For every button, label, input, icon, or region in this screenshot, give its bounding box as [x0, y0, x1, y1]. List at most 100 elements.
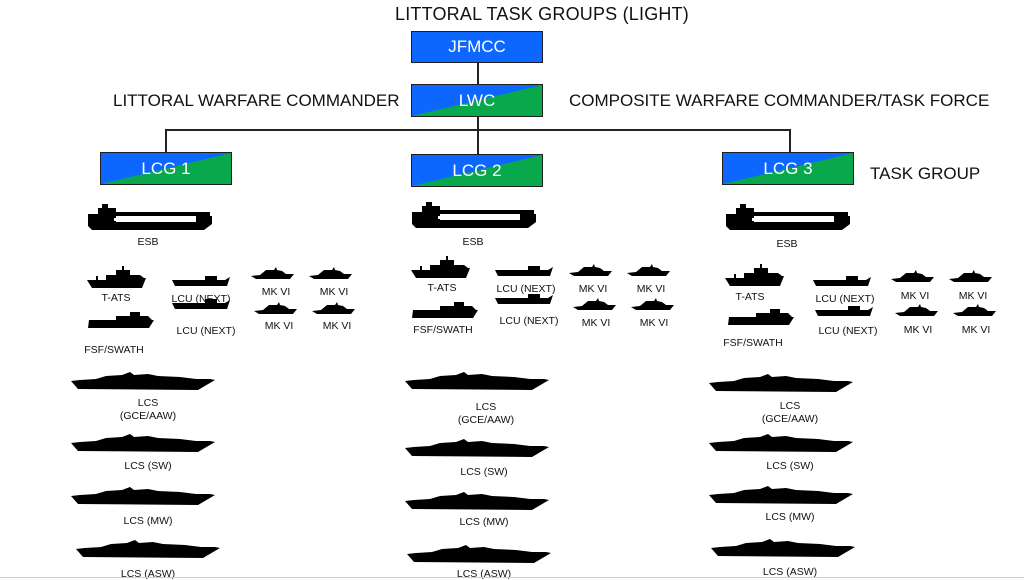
lcg2-lcs-gce-ship-icon[interactable] [404, 370, 550, 392]
lcg3-label: LCG 3 [763, 158, 813, 178]
lcg3-lcs-sw-caption: LCS (SW) [766, 460, 814, 472]
lcg3-lcu-b-caption: LCU (NEXT) [818, 325, 878, 337]
lcg3-lcu-b-ship-icon[interactable] [814, 304, 874, 318]
lcg1-lcs-gce-caption-line2: (GCE/AAW) [119, 410, 177, 422]
lcg3-mk-a-boat-icon[interactable] [890, 268, 936, 284]
lcg1-lcs-gce-ship-icon[interactable] [70, 370, 216, 392]
lwc-node[interactable]: LWC [411, 84, 543, 117]
lcg1-fsf-ship-icon[interactable] [86, 310, 156, 330]
lwc-label: LWC [458, 90, 496, 110]
lcg3-mk-d-caption: MK VI [961, 324, 991, 336]
lcg2-tats-caption: T-ATS [427, 282, 457, 294]
lcg1-lcs-asw-caption: LCS (ASW) [120, 568, 176, 580]
lcg2-mk-c-boat-icon[interactable] [572, 296, 618, 312]
lcg2-fsf-ship-icon[interactable] [410, 300, 480, 320]
lcg2-lcs-asw-caption: LCS (ASW) [456, 568, 512, 580]
lcg1-lcs-sw-ship-icon[interactable] [70, 432, 216, 454]
jfmcc-node[interactable]: JFMCC [411, 31, 543, 63]
lcg3-lcu-a-ship-icon[interactable] [812, 274, 872, 288]
lcg3-lcs-gce-ship-icon[interactable] [708, 372, 854, 394]
lcg2-label: LCG 2 [452, 160, 502, 180]
lcg3-mk-c-caption: MK VI [903, 324, 933, 336]
lcg3-lcu-a-caption: LCU (NEXT) [815, 293, 875, 305]
lcg1-fsf-caption: FSF/SWATH [84, 344, 144, 356]
connector-jfmcc-lwc [477, 63, 479, 85]
lcg1-tats-ship-icon[interactable] [86, 264, 150, 290]
lcg3-mk-b-caption: MK VI [958, 290, 988, 302]
connector-lcg1 [165, 129, 167, 153]
lcg1-mk-a-caption: MK VI [261, 286, 291, 298]
lcg3-lcs-mw-ship-icon[interactable] [708, 484, 854, 506]
composite-warfare-commander-label: COMPOSITE WARFARE COMMANDER/TASK FORCE [569, 91, 990, 110]
lcg2-lcs-gce-caption-line2: (GCE/AAW) [457, 414, 515, 426]
lcg2-esb-caption: ESB [462, 236, 484, 248]
lcg3-tats-caption: T-ATS [735, 291, 765, 303]
lcg3-mk-d-boat-icon[interactable] [952, 302, 998, 318]
lcg1-mk-a-boat-icon[interactable] [250, 265, 296, 281]
lcg2-lcu-a-caption: LCU (NEXT) [496, 283, 556, 295]
jfmcc-label: JFMCC [448, 37, 506, 56]
lcg3-lcs-mw-caption: LCS (MW) [765, 511, 815, 523]
lcg2-lcs-mw-ship-icon[interactable] [404, 490, 550, 512]
lcg3-mk-a-caption: MK VI [900, 290, 930, 302]
lcg1-lcs-asw-ship-icon[interactable] [75, 538, 221, 560]
lcg3-mk-c-boat-icon[interactable] [894, 302, 940, 318]
connector-lcg3 [789, 129, 791, 153]
lcg3-lcs-gce-caption-line1: LCS [779, 400, 801, 412]
lcg1-mk-d-caption: MK VI [322, 320, 352, 332]
lcg1-lcu-b-ship-icon[interactable] [171, 297, 231, 311]
lcg1-esb-ship-icon[interactable] [86, 200, 212, 232]
lcg3-fsf-caption: FSF/SWATH [723, 337, 783, 349]
lcg3-lcs-gce-caption-line2: (GCE/AAW) [761, 413, 819, 425]
lcg2-lcu-b-ship-icon[interactable] [494, 292, 554, 306]
lcg2-esb-ship-icon[interactable] [410, 198, 536, 230]
lcg2-mk-b-caption: MK VI [636, 283, 666, 295]
lcg1-lcs-sw-caption: LCS (SW) [124, 460, 172, 472]
lcg2-lcu-a-ship-icon[interactable] [494, 264, 554, 278]
lcg1-mk-c-boat-icon[interactable] [253, 300, 299, 316]
lcg3-tats-ship-icon[interactable] [724, 262, 788, 288]
lcg2-mk-c-caption: MK VI [581, 317, 611, 329]
lcg2-lcs-asw-ship-icon[interactable] [406, 543, 552, 565]
lcg2-mk-a-boat-icon[interactable] [568, 262, 614, 278]
lcg3-fsf-ship-icon[interactable] [726, 307, 796, 327]
littoral-warfare-commander-label: LITTORAL WARFARE COMMANDER [113, 91, 400, 110]
lcg1-mk-d-boat-icon[interactable] [311, 300, 357, 316]
lcg1-label: LCG 1 [141, 158, 191, 178]
task-group-label: TASK GROUP [870, 164, 981, 183]
lcg2-node[interactable]: LCG 2 [411, 154, 543, 187]
lcg1-mk-b-boat-icon[interactable] [308, 265, 354, 281]
lcg3-mk-b-boat-icon[interactable] [948, 268, 994, 284]
lcg1-lcu-b-caption: LCU (NEXT) [176, 325, 236, 337]
lcg3-esb-ship-icon[interactable] [724, 200, 850, 232]
lcg2-fsf-caption: FSF/SWATH [413, 324, 473, 336]
lcg1-tats-caption: T-ATS [101, 292, 131, 304]
connector-horizontal [165, 129, 791, 131]
lcg3-lcs-sw-ship-icon[interactable] [708, 432, 854, 454]
connector-lwc-down [477, 117, 479, 154]
lcg1-node[interactable]: LCG 1 [100, 152, 232, 185]
lcg3-lcs-asw-ship-icon[interactable] [710, 537, 856, 559]
lcg2-tats-ship-icon[interactable] [410, 254, 474, 280]
lcg2-lcs-mw-caption: LCS (MW) [459, 516, 509, 528]
lcg1-lcs-gce-caption-line1: LCS [137, 397, 159, 409]
lcg2-mk-a-caption: MK VI [578, 283, 608, 295]
lcg2-mk-d-caption: MK VI [639, 317, 669, 329]
lcg2-mk-b-boat-icon[interactable] [626, 262, 672, 278]
bottom-divider [0, 577, 1024, 578]
lcg2-lcu-b-caption: LCU (NEXT) [499, 315, 559, 327]
lcg2-mk-d-boat-icon[interactable] [630, 296, 676, 312]
lcg1-lcs-mw-caption: LCS (MW) [123, 515, 173, 527]
lcg1-esb-caption: ESB [137, 236, 159, 248]
lcg1-lcs-mw-ship-icon[interactable] [70, 485, 216, 507]
lcg3-lcs-asw-caption: LCS (ASW) [762, 566, 818, 578]
lcg1-lcu-a-ship-icon[interactable] [171, 274, 231, 288]
lcg2-lcs-sw-caption: LCS (SW) [460, 466, 508, 478]
diagram-title: LITTORAL TASK GROUPS (LIGHT) [395, 4, 689, 24]
lcg1-mk-b-caption: MK VI [319, 286, 349, 298]
lcg3-node[interactable]: LCG 3 [722, 152, 854, 185]
lcg3-esb-caption: ESB [776, 238, 798, 250]
lcg1-mk-c-caption: MK VI [264, 320, 294, 332]
lcg2-lcs-sw-ship-icon[interactable] [404, 437, 550, 459]
lcg2-lcs-gce-caption-line1: LCS [475, 401, 497, 413]
